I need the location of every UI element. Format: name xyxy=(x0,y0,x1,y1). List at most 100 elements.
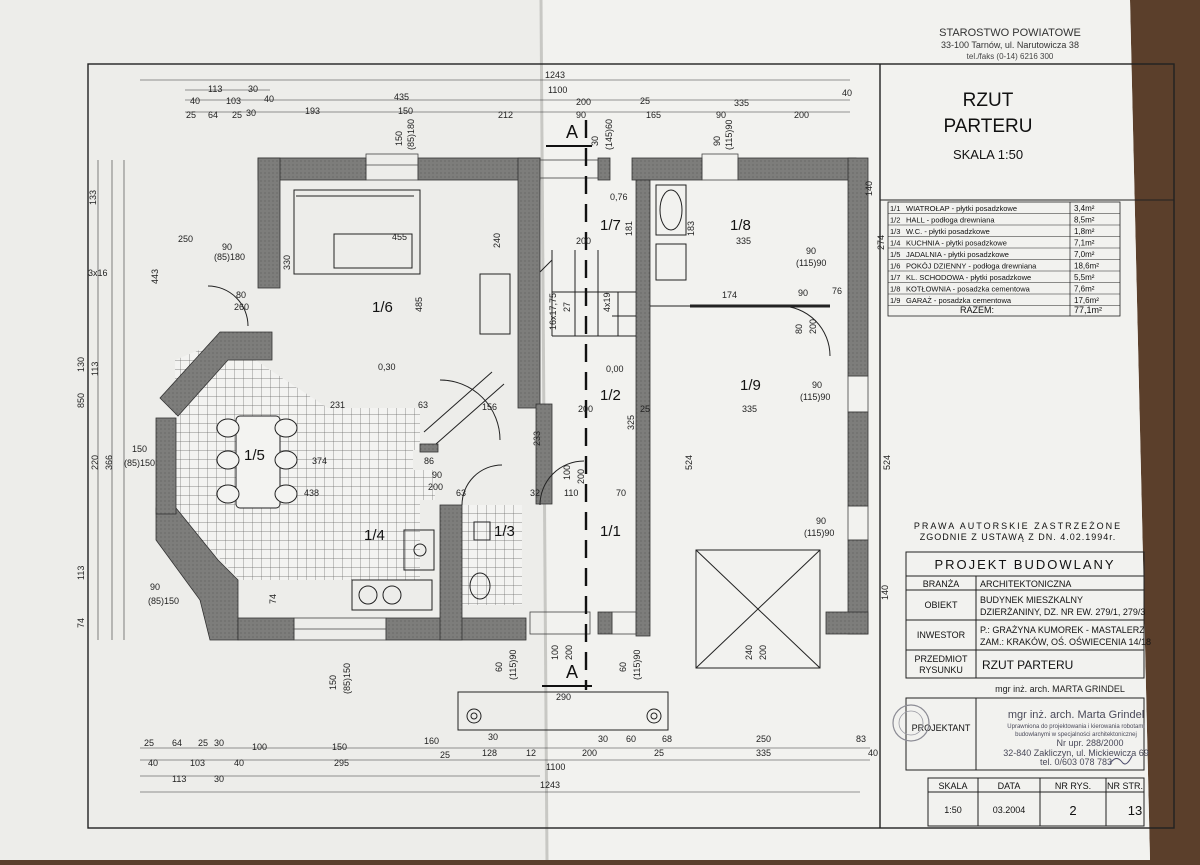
dim-left-74: 74 xyxy=(76,618,86,628)
inwestor-line1: P.: GRAŻYNA KUMOREK - MASTALERZ xyxy=(980,625,1145,635)
dim-top-c2: 64 xyxy=(208,110,218,120)
room-label-11: 1/1 xyxy=(600,523,621,540)
stamp-line1: Uprawniona do projektowania i kierowania… xyxy=(1007,724,1144,730)
title-line2: PARTERU xyxy=(943,116,1032,137)
projektant-label: PROJEKTANT xyxy=(912,723,971,733)
stamp-line4: 32-840 Zakliczyn, ul. Mickiewicza 69 xyxy=(1003,748,1149,758)
dim-bot-c2: 30 xyxy=(214,774,224,784)
dim-335a: 335 xyxy=(736,236,751,246)
dim-left-443: 443 xyxy=(150,269,160,284)
room-row-area: 8,5m² xyxy=(1074,216,1095,225)
dim-bot-b2: 103 xyxy=(190,758,205,768)
dim-top-d7: 200 xyxy=(794,110,809,120)
dim-top-overall: 1243 xyxy=(545,70,565,80)
room-row-name: GARAŻ - posadzka cementowa xyxy=(906,296,1012,305)
room-label-14: 1/4 xyxy=(364,527,385,544)
dim-bot-b8: 200 xyxy=(582,748,597,758)
dim-bot-a10: 60 xyxy=(626,734,636,744)
dim-top-d4: 90 xyxy=(576,110,586,120)
dim-80b: 80 xyxy=(794,324,804,334)
room-row-label: 1/1 xyxy=(890,204,900,213)
dim-524a: 524 xyxy=(684,455,694,470)
dim-76: 76 xyxy=(832,286,842,296)
room-label-16: 1/6 xyxy=(372,299,393,316)
skala-label: SKALA xyxy=(938,781,967,791)
interior-lines xyxy=(207,184,831,669)
room-row-name: JADALNIA - płytki posadzkowe xyxy=(906,250,1009,259)
room-row-label: 1/4 xyxy=(890,239,900,248)
dim-438: 438 xyxy=(304,488,319,498)
dim-bot-a3: 25 xyxy=(198,738,208,748)
room-row-label: 1/7 xyxy=(890,273,900,282)
dim-bot-c1: 113 xyxy=(172,774,186,784)
dim-100b: 100 xyxy=(550,645,560,660)
nrrys-value: 2 xyxy=(1069,803,1076,818)
dim-win-18: 90 xyxy=(712,136,722,146)
signature xyxy=(1109,755,1133,765)
dim-035: 0,30 xyxy=(378,362,396,372)
dim-top-c1: 25 xyxy=(186,110,196,120)
room-row-area: 5,5m² xyxy=(1074,273,1095,282)
room-label-13: 1/3 xyxy=(494,523,515,540)
room-row-area: 7,0m² xyxy=(1074,250,1095,259)
dim-455: 455 xyxy=(392,232,407,242)
dim-top-a1: 113 xyxy=(208,84,222,94)
dim-left-220: 220 xyxy=(90,455,100,470)
room-row-name: WIATROŁAP - płytki posadzkowe xyxy=(906,204,1017,213)
dim-top-d8: 40 xyxy=(842,88,852,98)
dim-bot-a6: 150 xyxy=(332,742,347,752)
section-line-a: A A xyxy=(542,120,592,690)
inwestor-label: INWESTOR xyxy=(917,630,966,640)
dining-tile-floor xyxy=(175,338,435,580)
room-labels: 1/6 1/7 1/8 1/9 1/2 1/5 1/4 1/3 1/1 xyxy=(244,217,761,544)
dim-140b: 140 xyxy=(880,585,890,600)
project-header: PROJEKT BUDOWLANY xyxy=(934,557,1115,572)
dim-11590c: (115)90 xyxy=(804,528,834,538)
dim-left-3x16: 3x16 xyxy=(88,268,108,278)
sheet-frame xyxy=(87,63,1175,829)
dim-150a: 150 xyxy=(132,444,147,454)
dim-left-850: 850 xyxy=(76,393,86,408)
dim-left-113b: 113 xyxy=(76,566,86,580)
dim-top-c3: 25 xyxy=(232,110,242,120)
dim-200c: 200 xyxy=(578,404,593,414)
dim-top-c5: 193 xyxy=(305,106,320,116)
stamp-name: mgr inż. arch. Marta Grindel xyxy=(1008,709,1144,721)
przedmiot-label1: PRZEDMIOT xyxy=(915,654,969,664)
title-scale: SKALA 1:50 xyxy=(953,147,1023,162)
dim-bot-a13: 83 xyxy=(856,734,866,744)
dim-win-18b: (115)90 xyxy=(724,120,734,150)
room-label-17: 1/7 xyxy=(600,217,621,234)
dim-240-bottom: 240 xyxy=(744,645,754,660)
dim-top-b4: 435 xyxy=(394,92,409,102)
dim-290: 290 xyxy=(556,692,571,702)
dim-bot-a1: 25 xyxy=(144,738,154,748)
branza-label: BRANŻA xyxy=(923,579,960,589)
dim-bot-a12: 250 xyxy=(756,734,771,744)
room-row-name: KL. SCHODOWA - płytki posadzkowe xyxy=(906,273,1031,282)
skala-value: 1:50 xyxy=(944,805,962,815)
dim-top-d5: 165 xyxy=(646,110,661,120)
dim-200f: 200 xyxy=(564,645,574,660)
dim-150b: 150 xyxy=(328,675,338,690)
section-marker-top: A xyxy=(566,122,578,142)
dim-250: 250 xyxy=(178,234,193,244)
obiekt-line2: DZIERŻANINY, DZ. NR EW. 279/1, 279/3 xyxy=(980,607,1145,617)
dim-bot-b6: 128 xyxy=(482,748,497,758)
dim-bot-b4: 295 xyxy=(334,758,349,768)
dim-4x19: 4x19 xyxy=(602,292,612,312)
dim-85150b: (85)150 xyxy=(148,596,179,606)
dim-bot-a9: 30 xyxy=(598,734,608,744)
floor-plan: A A 1/6 1/7 1/8 1/9 1/2 1/5 1/4 1/3 1/1 xyxy=(155,120,869,731)
dim-274: 274 xyxy=(876,235,886,250)
dim-win-16: 150 xyxy=(394,131,404,146)
dim-top-c4: 30 xyxy=(246,108,256,118)
dim-90d: 90 xyxy=(812,380,822,390)
stamp-line3: Nr upr. 288/2000 xyxy=(1056,738,1123,748)
room-row-name: KUCHNIA - płytki posadzkowe xyxy=(906,239,1007,248)
dim-bot-a8: 30 xyxy=(488,732,498,742)
room-row-area: 18,6m² xyxy=(1074,262,1099,271)
dim-90g: 90 xyxy=(150,582,160,592)
dim-60b: 60 xyxy=(618,662,628,672)
